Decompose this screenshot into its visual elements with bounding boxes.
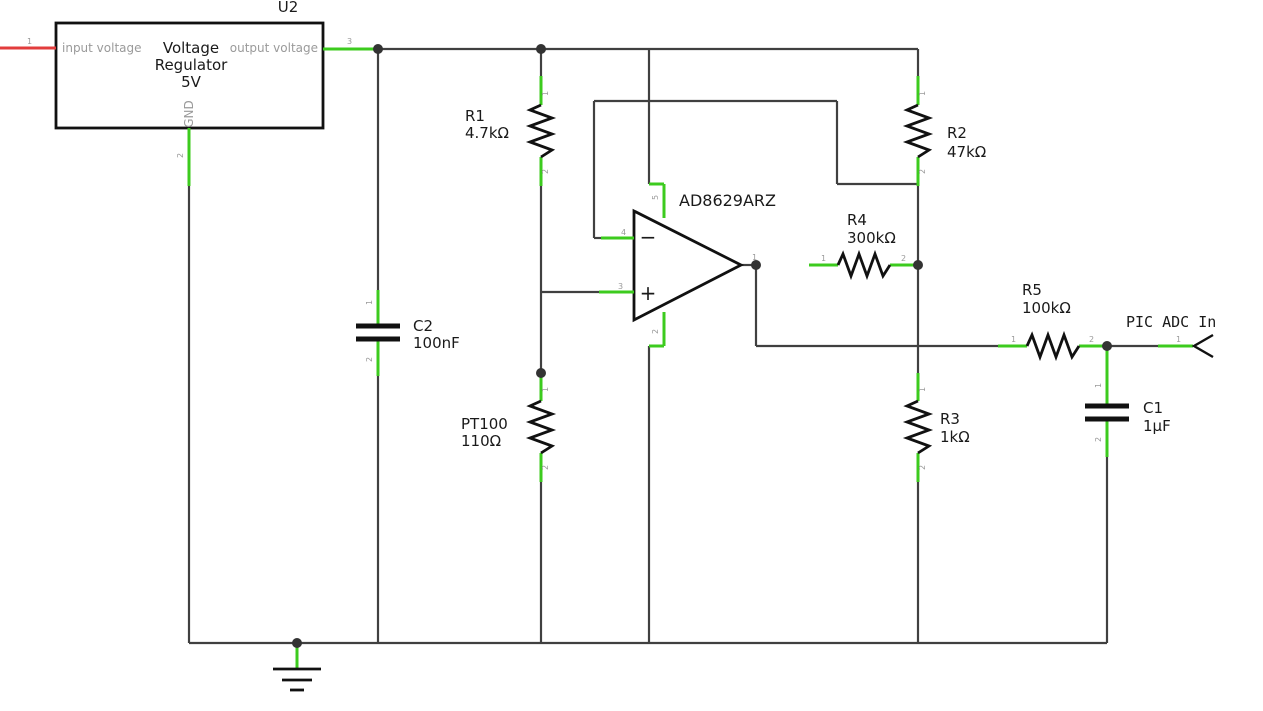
r2-pin2-number: 2 <box>918 169 927 174</box>
r2-ref: R2 <box>947 124 967 142</box>
r3-pin2-number: 2 <box>918 465 927 470</box>
adc-arrow <box>1191 333 1214 359</box>
opamp-pin2-number: 2 <box>651 329 660 334</box>
r5-zigzag <box>1025 330 1081 362</box>
r3-value: 1kΩ <box>940 428 970 446</box>
c2-pin1-number: 1 <box>365 300 374 305</box>
opamp-pin4-number: 4 <box>621 228 626 237</box>
opamp-minus-sign: − <box>640 225 657 249</box>
pt100-value: 110Ω <box>461 432 501 450</box>
ground-symbol[interactable] <box>273 643 321 692</box>
r4-pin1-number: 1 <box>821 254 826 263</box>
regulator-gnd-label: GND <box>182 100 196 128</box>
opamp-triangle <box>632 208 745 323</box>
r2-zigzag <box>902 103 934 159</box>
r1-ref: R1 <box>465 107 485 125</box>
r3-ref: R3 <box>940 410 960 428</box>
pt100-ref: PT100 <box>461 415 508 433</box>
resistor-r2[interactable]: 1 2 R2 47kΩ <box>902 76 986 186</box>
resistor-r3[interactable]: 1 2 R3 1kΩ <box>902 373 970 482</box>
r3-zigzag <box>902 399 934 455</box>
regulator-input-pin-number: 1 <box>27 37 32 46</box>
c1-pin1-number: 1 <box>1094 383 1103 388</box>
pt100-pin2-number: 2 <box>541 465 550 470</box>
c2-ref: C2 <box>413 317 433 335</box>
c2-value: 100nF <box>413 334 460 352</box>
r1-pin1-number: 1 <box>541 91 550 96</box>
c1-value: 1µF <box>1143 417 1171 435</box>
r5-value: 100kΩ <box>1022 299 1071 317</box>
junctions <box>292 44 1112 648</box>
opamp-pin3-number: 3 <box>618 282 623 291</box>
r1-value: 4.7kΩ <box>465 124 509 142</box>
pt100-zigzag <box>525 399 557 455</box>
voltage-regulator-u2[interactable]: U2 Voltage Regulator 5V input voltage ou… <box>0 0 378 186</box>
resistor-r4[interactable]: 1 2 R4 300kΩ <box>809 211 918 281</box>
regulator-name-line1: Voltage <box>163 39 219 57</box>
r1-pin2-number: 2 <box>541 169 550 174</box>
r5-ref: R5 <box>1022 281 1042 299</box>
resistor-pt100[interactable]: 1 2 PT100 110Ω <box>461 373 557 482</box>
regulator-name-line2: Regulator <box>155 56 228 74</box>
resistor-r1[interactable]: 1 2 R1 4.7kΩ <box>465 76 557 186</box>
opamp-plus-sign: + <box>640 281 657 305</box>
c1-ref: C1 <box>1143 399 1163 417</box>
r4-pin2-number: 2 <box>901 254 906 263</box>
regulator-ref: U2 <box>278 0 299 16</box>
junction-dot <box>536 368 546 378</box>
opamp-ad8629arz[interactable]: AD8629ARZ − + 4 3 5 2 1 <box>599 182 776 348</box>
adc-label: PIC ADC In <box>1126 313 1216 331</box>
regulator-gnd-pin-number: 2 <box>176 153 185 158</box>
regulator-name-line3: 5V <box>181 73 202 91</box>
c1-pin2-number: 2 <box>1094 437 1103 442</box>
junction-dot <box>373 44 383 54</box>
r4-zigzag <box>836 249 892 281</box>
pic-adc-input-connector[interactable]: 1 PIC ADC In <box>1107 313 1216 359</box>
adc-pin-number: 1 <box>1176 335 1181 344</box>
wires <box>187 47 1109 645</box>
r2-pin1-number: 1 <box>918 91 927 96</box>
junction-dot <box>751 260 761 270</box>
regulator-output-pin-number: 3 <box>347 37 352 46</box>
r4-ref: R4 <box>847 211 867 229</box>
pt100-pin1-number: 1 <box>541 387 550 392</box>
opamp-pin5-number: 5 <box>651 195 660 200</box>
regulator-input-label: input voltage <box>62 41 142 55</box>
capacitor-c2[interactable]: 1 2 C2 100nF <box>356 290 460 376</box>
r2-value: 47kΩ <box>947 143 986 161</box>
junction-dot <box>913 260 923 270</box>
junction-dot <box>536 44 546 54</box>
r1-zigzag <box>525 103 557 159</box>
opamp-ref: AD8629ARZ <box>679 191 776 210</box>
r4-value: 300kΩ <box>847 229 896 247</box>
junction-dot <box>1102 341 1112 351</box>
resistor-r5[interactable]: 1 2 R5 100kΩ <box>998 281 1107 362</box>
r5-pin2-number: 2 <box>1089 335 1094 344</box>
r5-pin1-number: 1 <box>1011 335 1016 344</box>
c2-pin2-number: 2 <box>365 357 374 362</box>
capacitor-c1[interactable]: 1 2 C1 1µF <box>1085 346 1171 457</box>
regulator-output-label: output voltage <box>230 41 318 55</box>
opamp-pin1-number: 1 <box>752 253 757 262</box>
r3-pin1-number: 1 <box>918 387 927 392</box>
junction-dot <box>292 638 302 648</box>
